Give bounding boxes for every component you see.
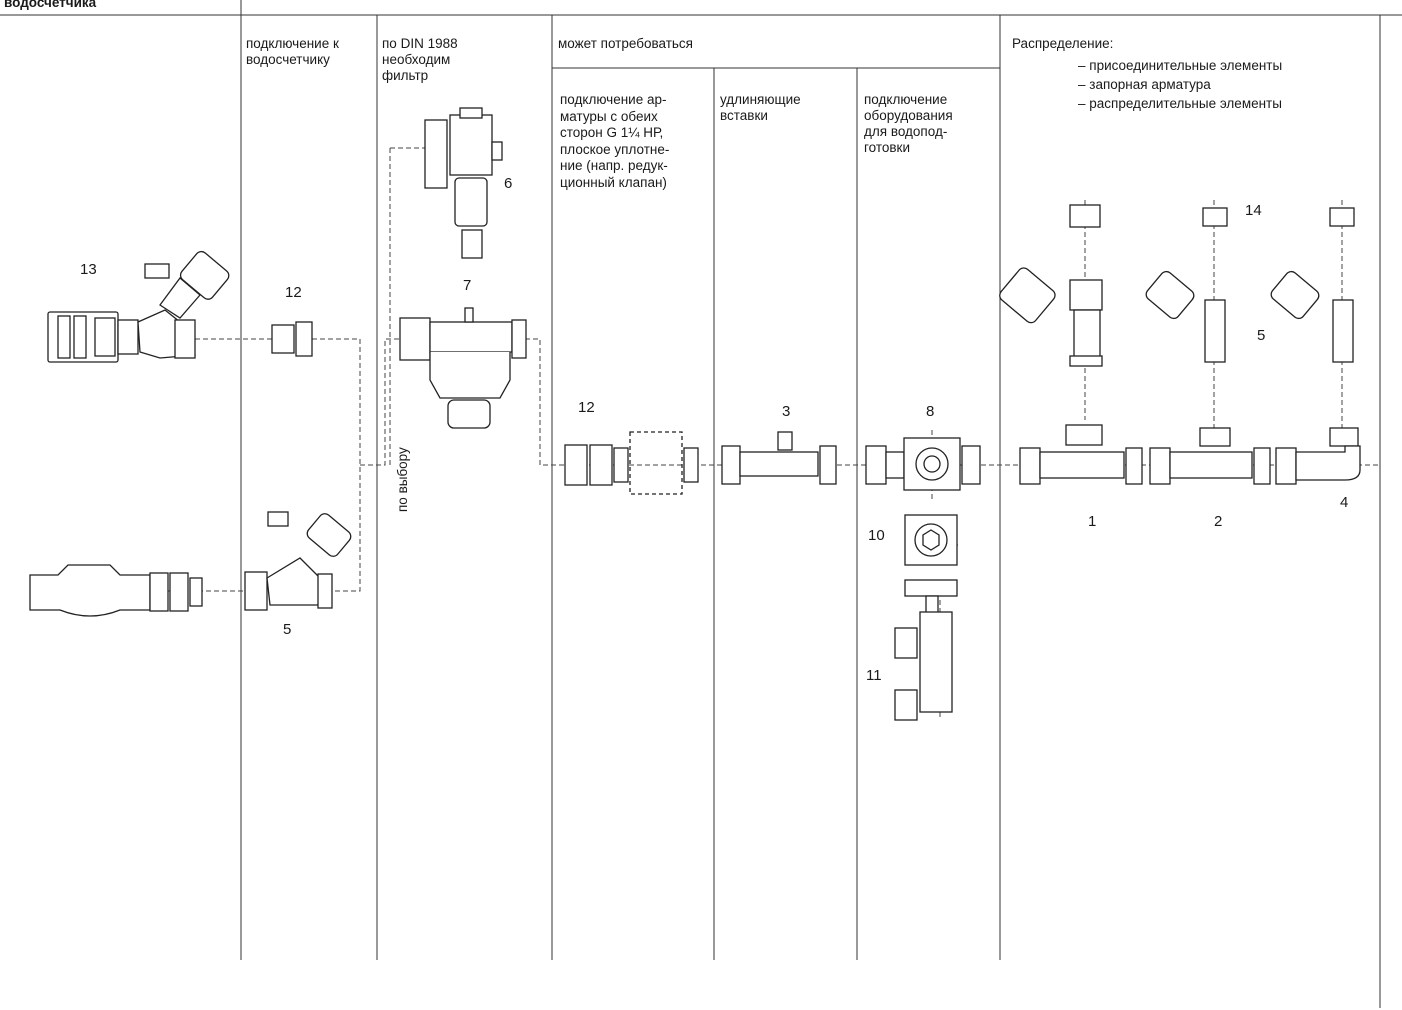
item-number: 11 — [866, 667, 882, 684]
text-line: матуры с обеих — [560, 108, 658, 124]
fittings-12 — [564, 431, 699, 495]
filter-6 — [424, 107, 503, 259]
connection-lines — [30, 147, 1380, 720]
item-number: 5 — [283, 621, 292, 638]
text-line: по DIN 1988 — [382, 36, 458, 51]
item-number: 12 — [578, 399, 595, 416]
col-fittings-connection: подключение ар- матуры с обеих сторон G … — [560, 92, 669, 191]
col-distribution-title: Распределение: — [1012, 36, 1114, 51]
text-line: ние (напр. редук- — [560, 158, 668, 173]
text-line: необходим — [382, 52, 451, 67]
text-line: подключение к — [246, 36, 339, 51]
item-number: 3 — [782, 403, 791, 420]
text-line: подключение — [864, 92, 948, 107]
text-line: удлиняющие — [720, 92, 801, 107]
list-item: присоединительные элементы — [1078, 56, 1282, 75]
distribution-list: присоединительные элементы запорная арма… — [1078, 56, 1282, 113]
item-number: 5 — [1257, 327, 1266, 344]
item-number: 6 — [504, 175, 513, 192]
nipple-12 — [271, 321, 313, 357]
distribution-4 — [1270, 207, 1361, 485]
item-number: 10 — [868, 527, 885, 544]
item-number: 1 — [1088, 513, 1097, 530]
distribution-2 — [1145, 207, 1271, 485]
stop-valve-5 — [244, 511, 352, 611]
flange-8 — [865, 437, 981, 491]
col-treatment-equipment: подключение оборудования для водопод- го… — [864, 92, 953, 156]
text-line: вставки — [720, 108, 768, 123]
item-number: 14 — [1245, 202, 1262, 219]
water-meter — [29, 564, 203, 617]
item-number: 2 — [1214, 513, 1223, 530]
text-line: плоское уплотне- — [560, 141, 670, 157]
stop-valve-13 — [47, 250, 230, 363]
col-filter-required: по DIN 1988 необходим фильтр — [382, 36, 458, 84]
text-line: сторон G 1¼ НР, — [560, 125, 664, 140]
text-line: водосчетчику — [246, 52, 330, 67]
col-extension-inserts: удлиняющие вставки — [720, 92, 801, 124]
distribution-1 — [999, 204, 1143, 485]
item-number: 13 — [80, 261, 97, 278]
filter-7 — [399, 307, 527, 429]
col-meter-connection: подключение к водосчетчику — [246, 36, 339, 68]
text-line: ционный клапан) — [560, 174, 667, 190]
optional-label: по выбору — [395, 447, 410, 512]
col-may-be-required: может потребоваться — [558, 36, 693, 51]
page-title: водосчетчика — [4, 0, 97, 10]
item-number: 4 — [1340, 494, 1349, 511]
text-line: фильтр — [382, 68, 429, 83]
extension-3 — [721, 431, 837, 485]
item-number: 12 — [285, 284, 302, 301]
text-line: оборудования — [864, 108, 953, 123]
valve-11 — [894, 579, 958, 721]
text-line: подключение ар- — [560, 92, 667, 107]
list-item: запорная арматура — [1078, 75, 1282, 94]
item-number: 8 — [926, 403, 935, 420]
flange-10 — [904, 514, 958, 566]
text-line: для водопод- — [864, 124, 948, 139]
text-line: готовки — [864, 140, 910, 155]
item-number: 7 — [463, 277, 472, 294]
list-item: распределительные элементы — [1078, 94, 1282, 113]
